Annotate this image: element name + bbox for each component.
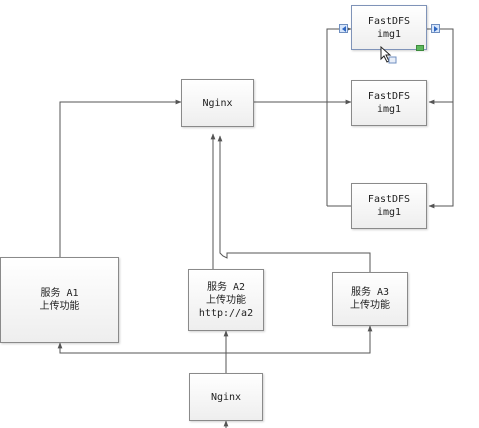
service-a3-node[interactable]: 服务 A3 上传功能: [332, 272, 408, 326]
service-a1-node[interactable]: 服务 A1 上传功能: [0, 257, 119, 343]
fastdfs-node-2-subtitle: img1: [376, 104, 402, 115]
service-a1-title: 服务 A1: [40, 288, 79, 299]
service-a1-subtitle: 上传功能: [39, 301, 80, 312]
nginx-top-node[interactable]: Nginx: [181, 79, 254, 127]
fastdfs-node-1[interactable]: FastDFS img1: [351, 5, 427, 50]
mouse-pointer-icon: [380, 46, 397, 64]
connector-a1-to-nginx[interactable]: [59, 99, 182, 257]
fastdfs-node-1-title: FastDFS: [367, 15, 411, 27]
fastdfs-node-3-title: FastDFS: [367, 194, 411, 205]
connector-bus-to-a1[interactable]: [57, 342, 226, 354]
arrow-left-handle-icon[interactable]: [339, 24, 348, 33]
fastdfs-node-3[interactable]: FastDFS img1: [351, 183, 427, 229]
service-a3-title: 服务 A3: [350, 287, 390, 298]
service-a2-url: http://a2: [198, 307, 254, 319]
fastdfs-node-1-subtitle: img1: [376, 28, 402, 40]
arrow-right-handle-icon[interactable]: [431, 24, 440, 33]
service-a2-subtitle: 上传功能: [206, 294, 246, 306]
fastdfs-node-2-title: FastDFS: [367, 91, 411, 102]
service-a2-node[interactable]: 服务 A2 上传功能 http://a2: [188, 269, 264, 331]
connector-a3-to-nginx[interactable]: [217, 135, 371, 272]
fastdfs-node-2[interactable]: FastDFS img1: [351, 80, 427, 126]
connector-right-loop-top[interactable]: [427, 28, 454, 209]
connector-bus-to-a3[interactable]: [226, 325, 373, 354]
nginx-bottom-label: Nginx: [210, 391, 242, 403]
service-a2-title: 服务 A2: [206, 281, 246, 293]
nginx-bottom-node[interactable]: Nginx: [189, 373, 263, 421]
nginx-top-label: Nginx: [202, 97, 233, 109]
connection-handle-icon[interactable]: [416, 45, 424, 51]
fastdfs-node-3-subtitle: img1: [376, 207, 402, 218]
connector-left-loop-fastdfs1[interactable]: [326, 26, 352, 206]
service-a3-subtitle: 上传功能: [350, 300, 390, 311]
